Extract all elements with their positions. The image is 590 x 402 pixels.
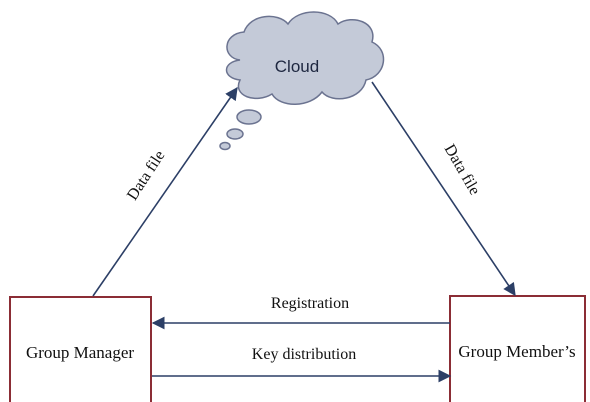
key-distribution-label: Key distribution bbox=[252, 346, 356, 363]
group-members-label: Group Member’s bbox=[458, 342, 575, 361]
cloud-icon bbox=[225, 11, 385, 105]
group-members-box bbox=[449, 295, 586, 402]
cloud-bubble bbox=[226, 128, 244, 140]
manager-to-cloud-label: Data file bbox=[124, 148, 169, 204]
manager-to-cloud-arrow bbox=[92, 86, 238, 297]
group-members-node: Group Member’s bbox=[449, 295, 586, 402]
cloud-to-members-arrow bbox=[371, 81, 516, 297]
cloud-to-members-label: Data file bbox=[441, 141, 483, 198]
group-manager-node: Group Manager bbox=[9, 296, 152, 402]
cloud-label: Cloud bbox=[275, 57, 319, 76]
registration-label: Registration bbox=[271, 295, 349, 312]
cloud-node: Cloud bbox=[219, 11, 385, 151]
group-manager-label: Group Manager bbox=[26, 343, 134, 362]
cloud-bubble bbox=[236, 109, 262, 125]
group-manager-box bbox=[9, 296, 152, 402]
cloud-bubble bbox=[219, 141, 231, 151]
